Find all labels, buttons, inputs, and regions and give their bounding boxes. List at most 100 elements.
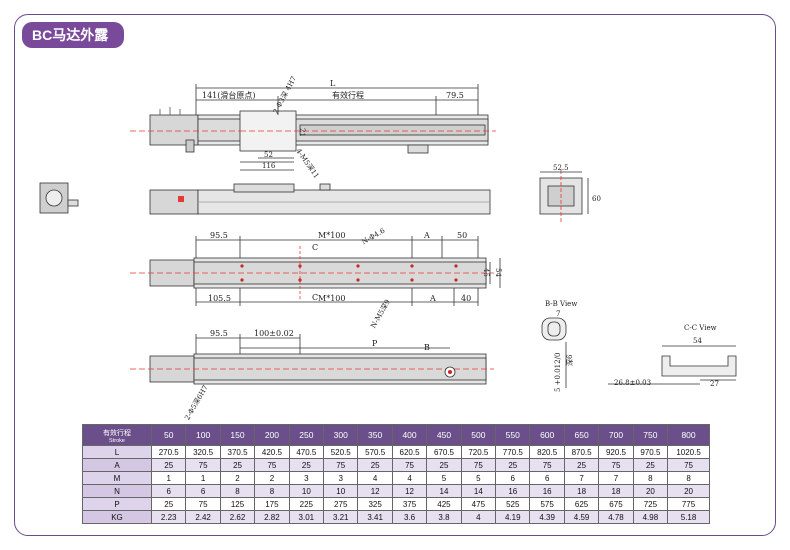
table-cell: 12: [357, 484, 393, 498]
table-cell: 4.59: [563, 510, 600, 524]
row-label-cell: M: [82, 471, 152, 485]
table-cell: 12: [391, 484, 428, 498]
table-cell: 575: [529, 497, 565, 511]
row-label-cell: P: [82, 497, 152, 511]
dim-54: 54: [494, 268, 502, 277]
stroke-header-cell: 650: [563, 424, 600, 446]
stroke-header-cell: 700: [598, 424, 634, 446]
dim-50: 50: [457, 231, 467, 240]
table-cell: 75: [254, 458, 290, 472]
dim-holes-nm5: N-M5深9: [368, 298, 392, 330]
stroke-header-cell: 800: [667, 424, 710, 446]
dim-A-top: A: [423, 231, 430, 240]
dim-L: L: [330, 79, 336, 88]
table-cell: 20: [667, 484, 710, 498]
section-bb-label: B-B View: [545, 300, 577, 308]
section-bb-depth: 深6: [565, 354, 574, 366]
table-cell: 6: [495, 471, 531, 485]
dim-holes-third: 2-Φ5深6H7: [182, 383, 209, 420]
table-cell: 125: [219, 497, 256, 511]
table-cell: 3: [323, 471, 359, 485]
table-cell: 8: [254, 484, 290, 498]
dim-m5: 4-M5深11: [294, 147, 321, 180]
stroke-header-cell: 250: [288, 424, 325, 446]
table-cell: 2.23: [150, 510, 187, 524]
table-cell: 75: [323, 458, 359, 472]
table-cell: 820.5: [529, 445, 565, 459]
stroke-header-cell: 200: [254, 424, 290, 446]
table-cell: 175: [254, 497, 290, 511]
dim-52: 52: [264, 151, 273, 159]
section-cc-label: C-C View: [684, 324, 717, 332]
table-cell: 370.5: [219, 445, 256, 459]
table-cell: 2.62: [219, 510, 256, 524]
table-cell: 720.5: [460, 445, 497, 459]
table-cell: 2.42: [185, 510, 221, 524]
bottom-view-holes: [240, 264, 458, 282]
table-cell: 775: [667, 497, 710, 511]
table-cell: 725: [632, 497, 669, 511]
table-cell: 75: [529, 458, 565, 472]
table-cell: 2: [219, 471, 256, 485]
table-cell: 770.5: [495, 445, 531, 459]
table-cell: 670.5: [426, 445, 462, 459]
stroke-header-cell: 500: [460, 424, 497, 446]
table-cell: 420.5: [254, 445, 290, 459]
table-cell: 3.41: [357, 510, 393, 524]
top-view: [130, 84, 496, 171]
section-b: B: [424, 343, 430, 352]
table-cell: 10: [323, 484, 359, 498]
table-cell: 25: [426, 458, 462, 472]
table-cell: 5: [460, 471, 497, 485]
table-cell: 7: [598, 471, 634, 485]
section-bb: [541, 317, 567, 388]
table-cell: 3.21: [323, 510, 359, 524]
table-cell: 3.6: [391, 510, 428, 524]
row-label-cell: N: [82, 484, 152, 498]
table-cell: 75: [598, 458, 634, 472]
dim-home-offset: 141(滑台原点): [202, 90, 256, 100]
table-cell: 6: [529, 471, 565, 485]
table-cell: 570.5: [357, 445, 393, 459]
dim-40: 40: [461, 294, 471, 303]
dim-60: 60: [592, 195, 601, 203]
table-cell: 6: [150, 484, 187, 498]
dim-52-5: 52.5: [553, 164, 569, 172]
stroke-header-cell: 600: [529, 424, 565, 446]
table-cell: 620.5: [391, 445, 428, 459]
section-cc-r: 27: [710, 380, 719, 388]
dim-P: P: [372, 339, 378, 348]
table-cell: 4.39: [529, 510, 565, 524]
table-cell: 475: [460, 497, 497, 511]
table-cell: 4.98: [632, 510, 669, 524]
table-cell: 8: [219, 484, 256, 498]
table-cell: 4: [357, 471, 393, 485]
table-cell: 375: [391, 497, 428, 511]
dim-116: 116: [262, 162, 276, 170]
table-cell: 25: [219, 458, 256, 472]
section-bb-w: 7: [556, 310, 560, 318]
table-cell: 3.8: [426, 510, 462, 524]
table-cell: 25: [357, 458, 393, 472]
table-cell: 25: [150, 458, 187, 472]
table-cell: 10: [288, 484, 325, 498]
table-cell: 16: [529, 484, 565, 498]
stroke-header-cell: 350: [357, 424, 393, 446]
section-c-bottom: C: [312, 293, 318, 302]
table-cell: 870.5: [563, 445, 600, 459]
table-cell: 14: [426, 484, 462, 498]
table-cell: 75: [185, 497, 221, 511]
page-title: BC马达外露: [22, 22, 124, 48]
header-label-cell: 有效行程 Stroke: [82, 424, 152, 446]
row-label-cell: L: [82, 445, 152, 459]
table-cell: 425: [426, 497, 462, 511]
table-cell: 3: [288, 471, 325, 485]
table-cell: 920.5: [598, 445, 634, 459]
dim-pitch-top: M*100: [318, 231, 345, 240]
